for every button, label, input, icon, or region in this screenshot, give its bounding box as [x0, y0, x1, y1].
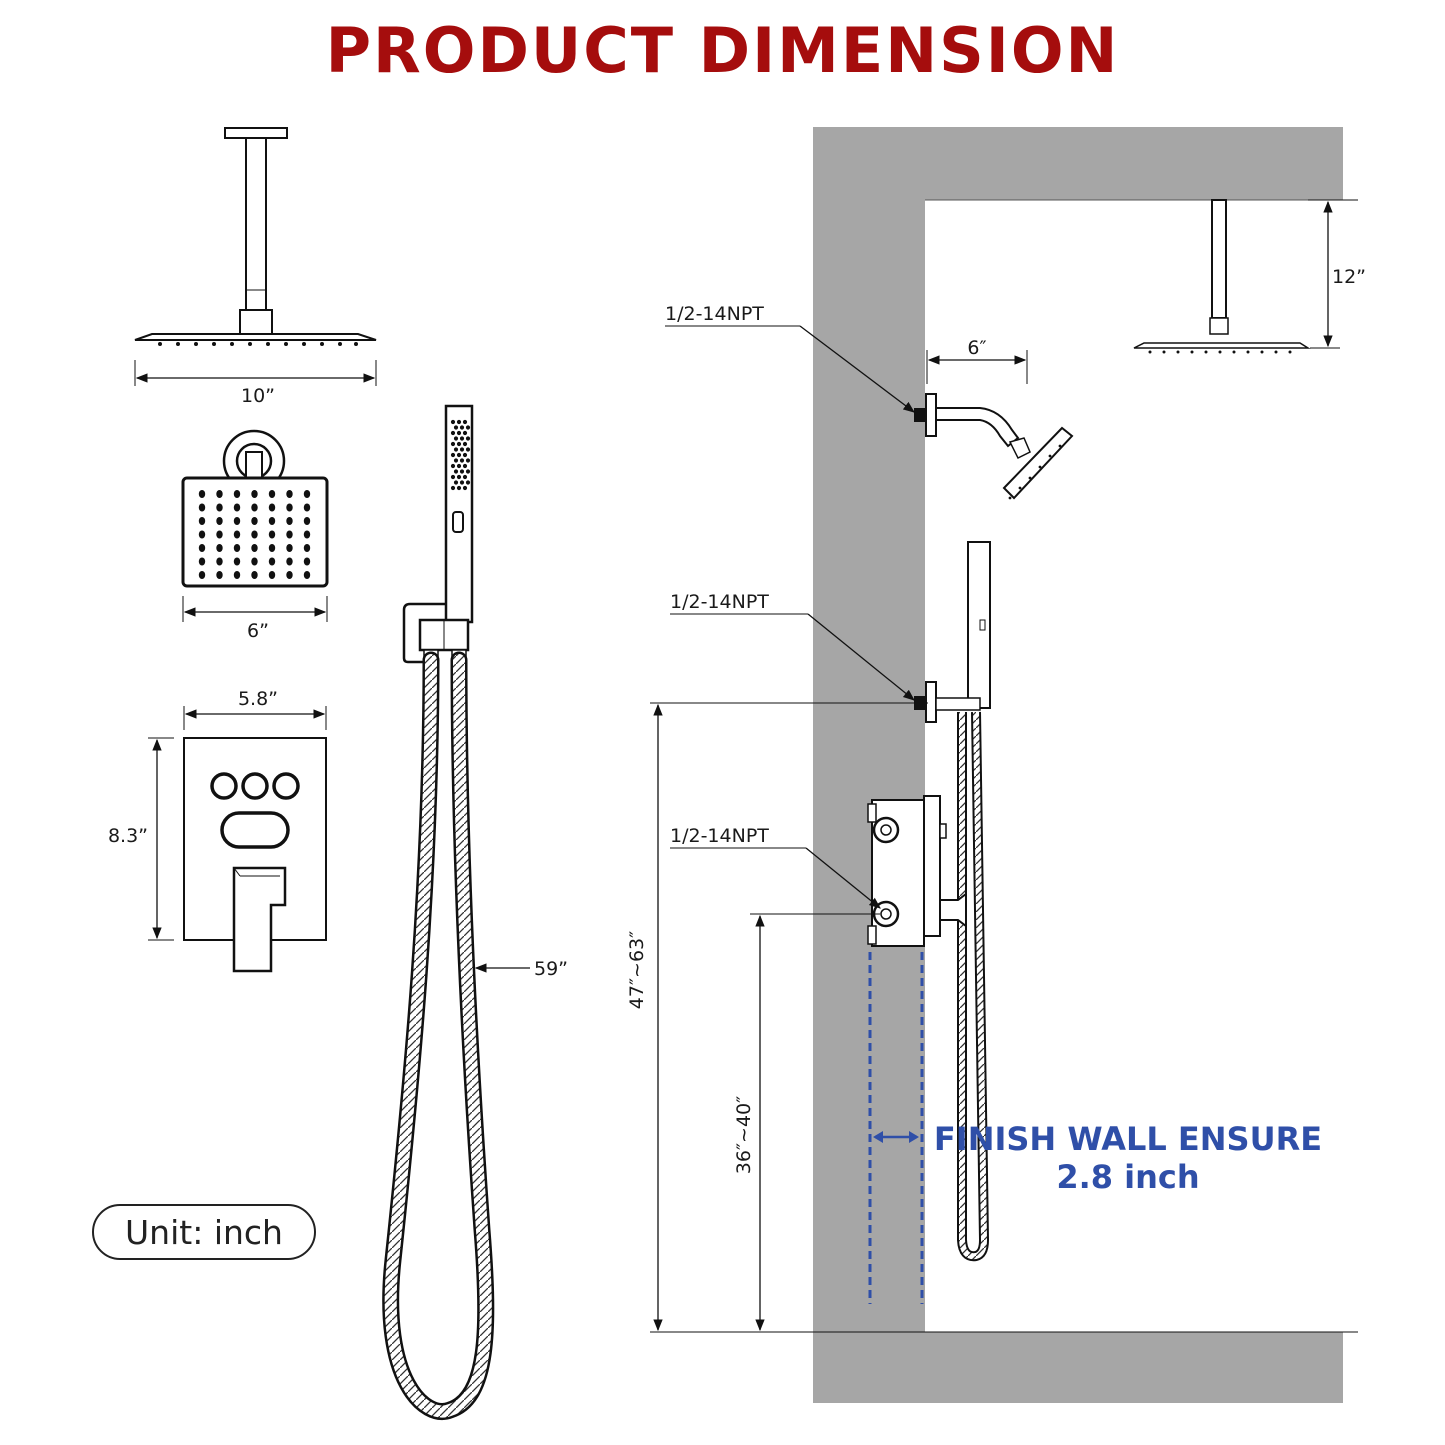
valve-pause-button	[220, 811, 290, 849]
installed-valve-body	[867, 795, 967, 947]
installed-wall-head: 6″	[914, 337, 1074, 500]
arm-length-label: 6″	[967, 337, 986, 359]
valve-trim-plate: 5.8” 8.3”	[108, 688, 327, 973]
finish-wall-line2: 2.8 inch	[1056, 1158, 1199, 1196]
valve-width-label: 5.8”	[238, 688, 278, 710]
valve-lever	[232, 866, 287, 973]
valve-button-2	[241, 772, 269, 800]
valve-height-range-label: 36″~40″	[733, 1096, 755, 1174]
npt-label-1: 1/2-14NPT	[665, 303, 764, 325]
finish-wall-line1: FINISH WALL ENSURE	[934, 1120, 1322, 1158]
valve-height-label: 8.3”	[108, 825, 148, 847]
unit-label: Unit: inch	[92, 1204, 316, 1260]
installed-ceiling-head: 12”	[1133, 199, 1366, 354]
square-shower-head: 6”	[181, 429, 329, 642]
square-head-nozzles	[198, 490, 311, 579]
rain-head-width-label: 10”	[241, 385, 275, 407]
hand-shower-nozzles	[450, 419, 471, 491]
hand-shower-set: 59”	[382, 404, 568, 1420]
rain-nozzles	[158, 342, 358, 346]
page-title: PRODUCT DIMENSION	[325, 14, 1120, 87]
wall-section	[813, 127, 1358, 1403]
npt-label-2: 1/2-14NPT	[670, 591, 769, 613]
finish-wall-indicator: FINISH WALL ENSURE 2.8 inch	[868, 952, 1322, 1304]
valve-button-1	[210, 772, 238, 800]
hose-length-label: 59”	[534, 958, 568, 980]
valve-button-3	[272, 772, 300, 800]
npt-callouts: 1/2-14NPT 1/2-14NPT 1/2-14NPT	[665, 303, 915, 909]
height-dimensions: 47″~63″ 36″~40″	[626, 702, 928, 1333]
ceiling-drop-label: 12”	[1332, 266, 1366, 288]
npt-label-3: 1/2-14NPT	[670, 825, 769, 847]
ceiling-rain-head: 10”	[134, 127, 377, 407]
handle-height-label: 47″~63″	[626, 931, 648, 1009]
installed-hand-shower	[914, 541, 991, 1262]
small-head-width-label: 6”	[247, 620, 269, 642]
